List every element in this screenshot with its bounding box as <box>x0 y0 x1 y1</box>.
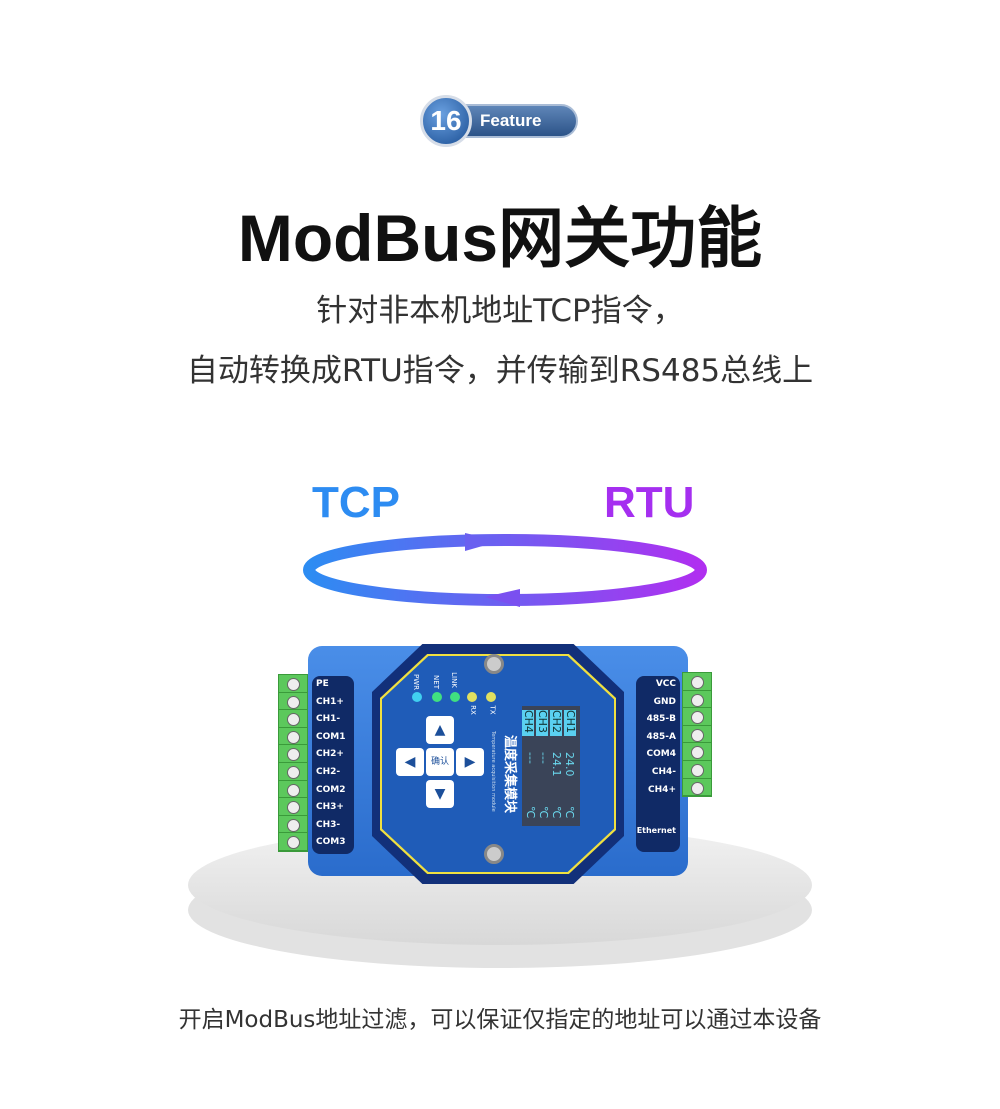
terminal-label: COM4 <box>646 749 676 760</box>
led-label: PWR <box>412 673 421 691</box>
badge-number: 16 <box>420 95 472 147</box>
right-terminal-block <box>682 672 712 798</box>
terminal-label: GND <box>653 696 676 707</box>
terminal-label: 485-A <box>646 731 677 742</box>
terminal-label: COM3 <box>316 837 346 848</box>
footer-note: 开启ModBus地址过滤，可以保证仅指定的地址可以通过本设备 <box>178 1007 822 1033</box>
terminal-label: CH2- <box>316 766 341 777</box>
screw-icon <box>484 654 504 674</box>
channel-label: CH1 <box>564 710 577 736</box>
subtitle-line-2: 自动转换成RTU指令，并传输到RS485总线上 <box>186 353 814 389</box>
left-key[interactable]: ◀ <box>396 748 424 776</box>
channel-value: --- <box>537 752 550 764</box>
terminal-label: COM2 <box>316 784 346 795</box>
terminal-label: COM1 <box>316 731 346 742</box>
tcp-label: TCP <box>312 478 400 527</box>
channel-value: 24.0 <box>563 752 576 777</box>
terminal-label: 485-B <box>646 714 676 725</box>
feature-badge: Feature 16 <box>420 95 580 147</box>
module-name-en: Temperature acquisition module <box>490 731 496 812</box>
terminal-label: PE <box>316 679 329 689</box>
down-key[interactable]: ▼ <box>426 780 454 808</box>
lcd-screen: CH1 CH2 CH3 CH4 24.0 24.1 --- --- ℃℃℃℃ <box>522 706 580 826</box>
confirm-key[interactable]: 确认 <box>426 748 454 776</box>
terminal-label: CH4- <box>651 766 676 777</box>
screw-icon <box>484 844 504 864</box>
module-name: 温度采集模块 <box>502 735 517 814</box>
conversion-cycle-arrows-icon <box>303 533 707 607</box>
unit-label: ℃ <box>563 806 576 819</box>
terminal-label: CH1- <box>316 714 341 725</box>
terminal-label: CH3+ <box>316 802 344 813</box>
led-tx <box>486 692 496 702</box>
terminal-label: CH3- <box>316 819 341 830</box>
subtitle-line-1: 针对非本机地址TCP指令， <box>316 293 684 329</box>
led-label: LINK <box>449 672 458 688</box>
left-terminal-block <box>278 674 308 852</box>
led-link <box>450 692 460 702</box>
led-label: NET <box>431 675 440 689</box>
rtu-label: RTU <box>604 478 695 527</box>
led-rx <box>467 692 477 702</box>
terminal-label: CH4+ <box>648 784 676 795</box>
terminal-label: CH2+ <box>316 749 344 760</box>
led-label: TX <box>488 705 497 715</box>
page-title: ModBus网关功能 <box>237 201 763 275</box>
right-key[interactable]: ▶ <box>456 748 484 776</box>
ethernet-label: Ethernet <box>636 826 676 836</box>
terminal-label: CH1+ <box>316 696 344 707</box>
up-key[interactable]: ▲ <box>426 716 454 744</box>
led-pwr <box>412 692 422 702</box>
terminal-label: VCC <box>655 679 676 689</box>
led-label: RX <box>468 705 477 715</box>
unit-label: ℃ <box>524 806 537 819</box>
channel-value: 24.1 <box>550 752 563 777</box>
channel-value: --- <box>524 752 537 764</box>
badge-label: Feature <box>480 111 542 130</box>
unit-label: ℃ <box>550 806 563 819</box>
led-net <box>432 692 442 702</box>
channel-label: CH4 <box>522 710 535 736</box>
channel-label: CH3 <box>536 710 549 736</box>
channel-label: CH2 <box>550 710 563 736</box>
unit-label: ℃ <box>537 806 550 819</box>
